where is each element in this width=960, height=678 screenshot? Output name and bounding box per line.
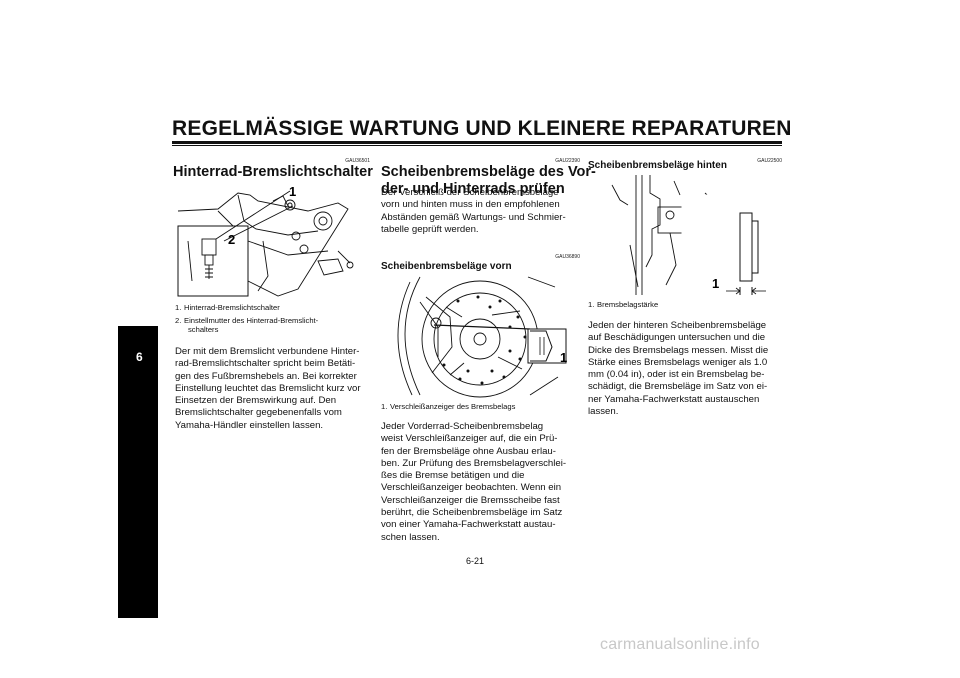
figure-caption: 1.Verschleißanzeiger des Bremsbelags (381, 402, 516, 411)
section-code: GAU36501 (345, 158, 370, 164)
callout-1: 1 (289, 184, 296, 199)
section-code: GAU22390 (555, 158, 580, 164)
callout-2: 2 (228, 232, 235, 247)
callout-1: 1 (712, 276, 719, 291)
body-paragraph: Jeden der hinteren Scheibenbremsbeläge a… (588, 320, 769, 418)
header-rule (172, 141, 782, 144)
callout-1: 1 (560, 350, 567, 365)
page-number: 6-21 (466, 556, 485, 566)
section-heading: Scheibenbremsbeläge des Vor- der- und Hi… (381, 164, 596, 197)
rear-brake-pad-illustration: 1 (611, 175, 779, 296)
intro-paragraph: Der Verschleiß der Scheibenbremsbeläge v… (381, 187, 566, 235)
chapter-tab (118, 326, 158, 618)
body-paragraph: Jeder Vorderrad-Scheibenbremsbelag weist… (381, 421, 567, 543)
section-code: GAU36890 (555, 254, 580, 260)
chapter-number: 6 (136, 350, 143, 364)
front-brake-pad-illustration: 1 (397, 276, 567, 398)
watermark: carmanualsonline.info (600, 636, 760, 653)
body-paragraph: Der mit dem Bremslicht verbundene Hinter… (175, 346, 361, 431)
section-code: GAU22500 (757, 158, 782, 164)
subsection-heading: Scheibenbremsbeläge hinten (588, 160, 727, 171)
figure-caption: 1.Bremsbelagstärke (588, 300, 659, 309)
subsection-heading: Scheibenbremsbeläge vorn (381, 261, 512, 272)
section-heading: Hinterrad-Bremslichtschalter (173, 164, 373, 180)
page-title: REGELMÄSSIGE WARTUNG UND KLEINERE REPARA… (172, 117, 792, 140)
header-rule-thin (172, 145, 782, 146)
figure-caption: 1.Hinterrad-Bremslichtschalter 2.Einstel… (175, 303, 319, 335)
brake-light-switch-illustration: 1 2 (177, 184, 354, 297)
